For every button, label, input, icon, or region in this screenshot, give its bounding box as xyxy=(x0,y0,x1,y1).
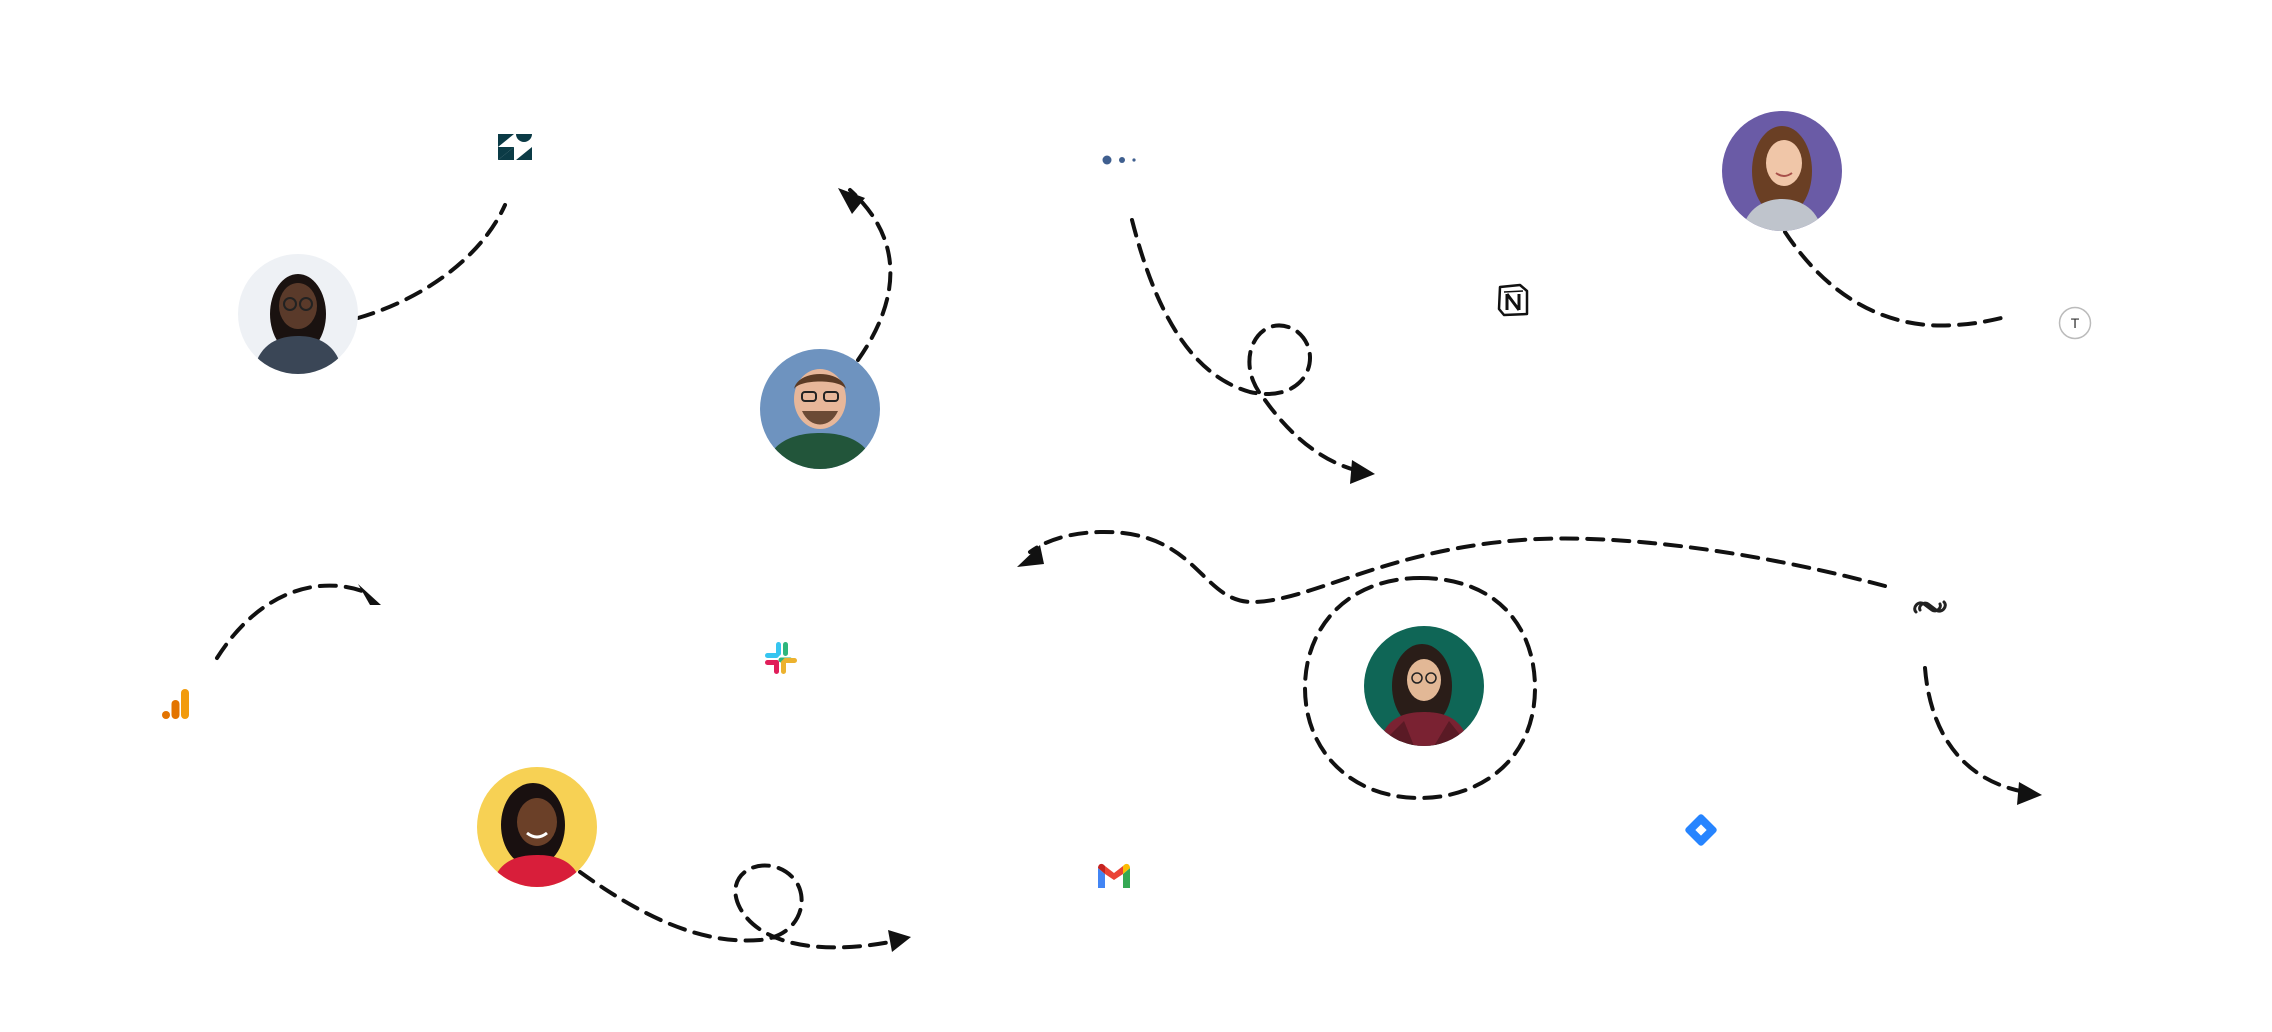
gmail-icon[interactable] xyxy=(1096,862,1132,890)
arrowhead-analytics xyxy=(358,584,381,605)
avatar-woman-teal[interactable] xyxy=(1364,626,1484,746)
typeform-glyph: T xyxy=(2058,306,2092,340)
avatar-man-glasses[interactable] xyxy=(760,349,880,469)
jira-icon[interactable] xyxy=(1683,812,1719,848)
link-icon[interactable] xyxy=(1912,596,1948,618)
gmail-glyph xyxy=(1098,863,1130,888)
zendesk-icon[interactable] xyxy=(498,134,532,160)
portrait-woman-yellow xyxy=(477,767,597,887)
portrait-woman-purple xyxy=(1722,111,1842,231)
path-long-wave xyxy=(1028,529,1887,605)
path-zendesk-to-woman xyxy=(356,203,507,320)
arrowheads xyxy=(358,188,2042,952)
path-link-down xyxy=(1923,666,2027,794)
dots-glyph xyxy=(1102,155,1136,165)
avatar-woman-glasses[interactable] xyxy=(238,254,358,374)
google-analytics-icon[interactable] xyxy=(162,689,190,719)
typeform-icon[interactable]: T xyxy=(2058,306,2092,340)
zendesk-glyph xyxy=(498,134,532,160)
avatar-woman-yellow[interactable] xyxy=(477,767,597,887)
arrowhead-dots xyxy=(1350,460,1375,484)
portrait-woman-glasses xyxy=(238,254,358,374)
path-dots-loop xyxy=(1130,218,1357,472)
arrowhead-link-down xyxy=(2017,782,2042,805)
path-analytics-arc xyxy=(215,583,367,660)
link-glyph xyxy=(1913,600,1947,614)
arrowhead-long-wave xyxy=(1017,545,1044,567)
avatar-woman-purple[interactable] xyxy=(1722,111,1842,231)
slack-glyph xyxy=(765,642,797,674)
path-woman-purple-to-typeform xyxy=(1783,230,2012,328)
jira-glyph xyxy=(1685,814,1717,846)
dots-icon[interactable] xyxy=(1102,154,1138,166)
arrowhead-man-up xyxy=(838,188,865,214)
slack-icon[interactable] xyxy=(763,640,799,676)
portrait-man-glasses xyxy=(760,349,880,469)
typeform-letter: T xyxy=(2071,315,2080,331)
path-man-up xyxy=(848,188,893,362)
notion-icon[interactable] xyxy=(1496,283,1530,317)
path-yellow-loop xyxy=(578,863,892,950)
portrait-woman-teal xyxy=(1364,626,1484,746)
google-analytics-glyph xyxy=(162,689,189,719)
arrowhead-yellow-loop xyxy=(888,930,911,952)
notion-glyph xyxy=(1497,283,1529,317)
